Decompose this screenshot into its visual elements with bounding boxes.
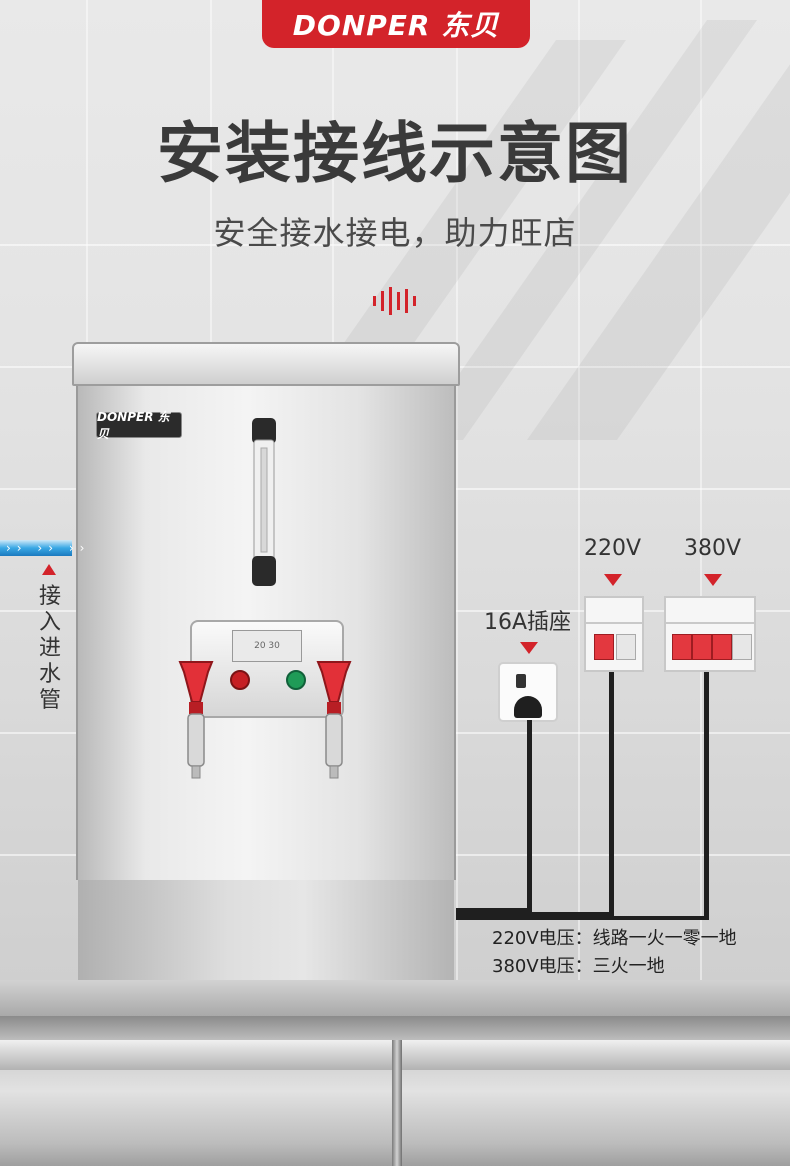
heating-indicator-light: [230, 670, 250, 690]
flow-arrows: ›› ›› ››: [6, 541, 91, 555]
water-level-gauge: [252, 418, 276, 586]
arrow-down-icon: [520, 642, 538, 654]
water-inlet-pipe: [0, 540, 72, 556]
temperature-display: 20 30: [232, 630, 302, 662]
wiring-note-380v: 380V电压：三火一地: [492, 956, 665, 977]
arrow-down-icon: [604, 574, 622, 586]
boiler-brand-plate: DONPER 东贝: [96, 410, 182, 441]
socket-label: 16A插座: [484, 610, 572, 635]
cable-run-2: [456, 912, 614, 916]
counter-seam: [392, 1040, 402, 1166]
boiler-top-lid: [72, 342, 460, 386]
sound-wave-icon: [373, 287, 416, 315]
socket-cable: [527, 720, 532, 912]
breaker-380v: [664, 596, 756, 672]
cable-run-1: [456, 908, 532, 912]
power-indicator-light: [286, 670, 306, 690]
counter-top: [0, 980, 790, 1016]
water-inlet-label: 接 入 进 水 管: [38, 584, 61, 713]
brand-logo-tab: DONPER 东贝: [262, 0, 530, 48]
boiler-stand: [78, 880, 454, 980]
right-faucet[interactable]: [314, 658, 354, 780]
arrow-up-icon: [42, 564, 56, 575]
brand-logo-text: DONPER 东贝: [292, 9, 500, 42]
breaker-220-label: 220V: [584, 536, 642, 561]
breaker-220-cable: [609, 672, 614, 916]
left-faucet[interactable]: [176, 658, 216, 780]
page-title: 安装接线示意图: [157, 115, 633, 192]
breaker-220v: [584, 596, 644, 672]
arrow-down-icon: [704, 574, 722, 586]
breaker-380-cable: [704, 672, 709, 920]
page-subtitle: 安全接水接电，助力旺店: [213, 214, 577, 252]
breaker-380-label: 380V: [684, 536, 742, 561]
16a-wall-socket: [498, 662, 558, 722]
cable-run-3: [456, 916, 709, 920]
wiring-note-220v: 220V电压：线路一火一零一地: [492, 928, 737, 949]
